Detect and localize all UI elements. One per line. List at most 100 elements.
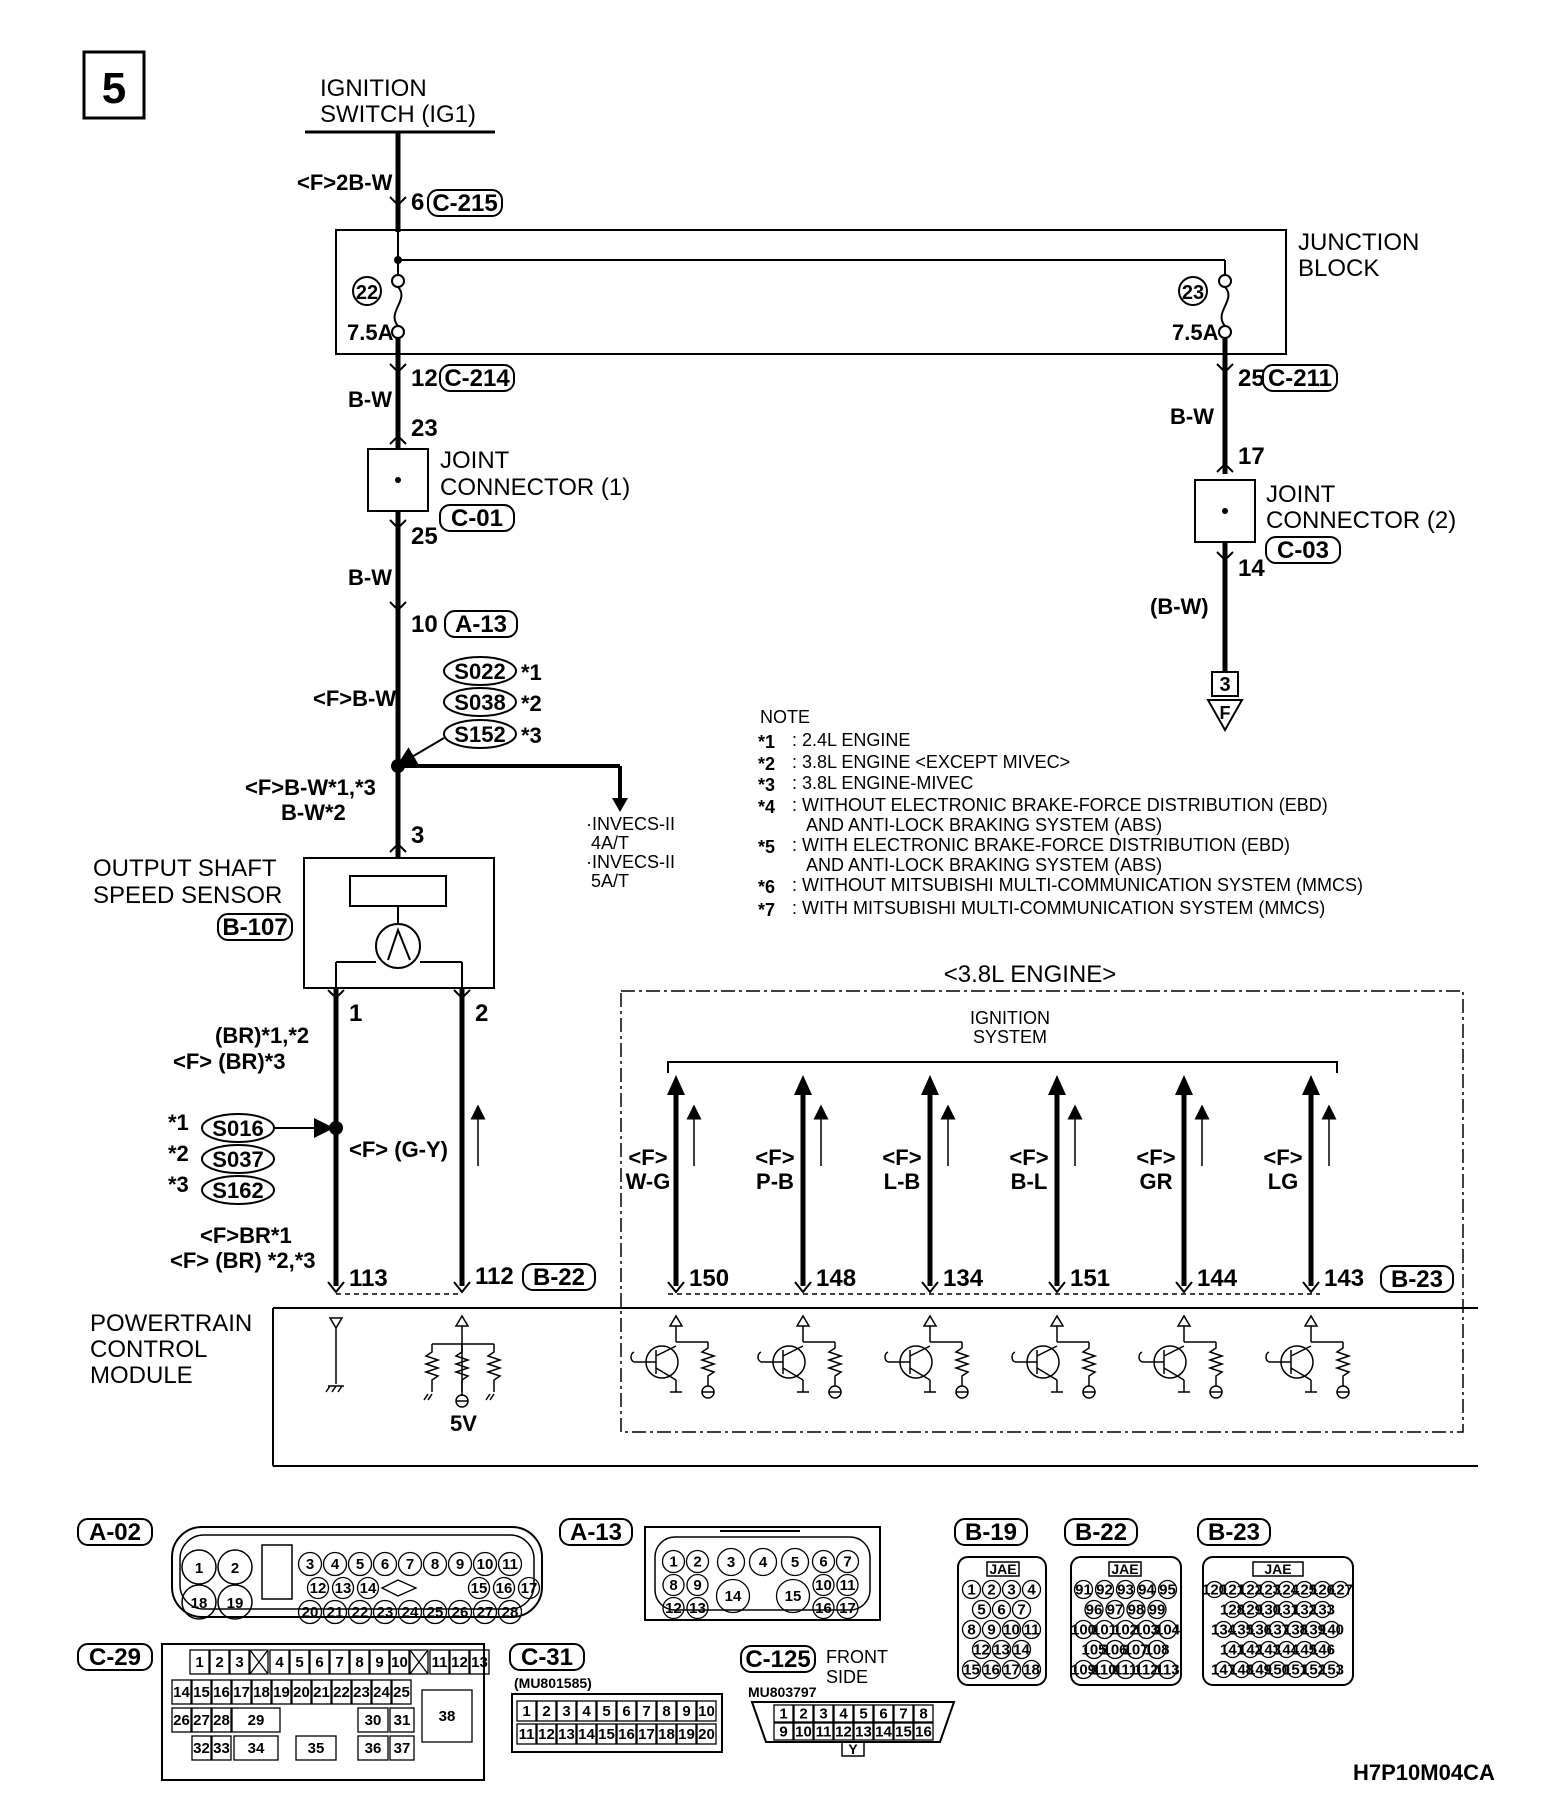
connector-pin: 5 [596, 1700, 617, 1722]
svg-text:141: 141 [1220, 1642, 1245, 1659]
svg-text:15: 15 [471, 1580, 488, 1597]
svg-text:3: 3 [1219, 674, 1230, 696]
connector-pin: 2 [217, 1549, 253, 1585]
connector-pin: 9 [686, 1573, 709, 1597]
connector-pin: 103 [1134, 1619, 1159, 1640]
splice-s022: S022 *1 [443, 656, 542, 686]
svg-text:15: 15 [785, 1588, 802, 1605]
joint-connector-1-label-2: CONNECTOR (1) [440, 474, 630, 501]
connector-pin: 14 [356, 1576, 380, 1600]
wire-b-w-1: B-W [348, 387, 392, 412]
svg-text:17: 17 [233, 1684, 250, 1701]
connector-pin: 15 [596, 1723, 617, 1745]
svg-text:A-13: A-13 [570, 1519, 622, 1546]
svg-text:2: 2 [231, 1560, 239, 1577]
joint-connector-2 [1194, 479, 1256, 543]
pcm-5v-label: 5V [450, 1411, 477, 1436]
svg-text:14: 14 [725, 1588, 742, 1605]
svg-text:15: 15 [193, 1684, 210, 1701]
svg-text:12: 12 [665, 1600, 682, 1617]
svg-text:16: 16 [983, 1662, 1000, 1679]
connector-view-b23: B-23 JAE 1201211221231241251261271281291… [1197, 1518, 1354, 1686]
connector-pin: 11 [1021, 1619, 1042, 1640]
ignition-wire-pin: 151 [1070, 1265, 1110, 1292]
svg-text:109: 109 [1071, 1662, 1096, 1679]
svg-text:16: 16 [915, 1724, 932, 1741]
svg-text:8: 8 [669, 1577, 677, 1594]
svg-text:3: 3 [235, 1654, 243, 1671]
wire-f-br-star3: <F> (BR)*3 [173, 1049, 285, 1074]
connector-pin: 138 [1283, 1620, 1308, 1639]
svg-text:35: 35 [308, 1740, 325, 1757]
svg-text:14: 14 [360, 1580, 377, 1597]
connector-pin: 131 [1274, 1600, 1299, 1619]
ignition-wires: <F>W-G150<F>P-B148<F>L-B134<F>B-L151<F>G… [626, 1075, 1364, 1399]
connector-b107: B-107 [217, 913, 293, 941]
connector-pin: 23 [351, 1679, 372, 1705]
connector-pin: 120 [1202, 1580, 1227, 1599]
connector-pin: 12 [971, 1639, 992, 1660]
svg-text:*4: *4 [758, 797, 775, 817]
connector-pin: 26 [447, 1599, 473, 1625]
svg-text:C-214: C-214 [444, 365, 510, 392]
connector-pin: 3 [813, 1704, 834, 1723]
splice-s016: S016 *1 [168, 1110, 275, 1143]
svg-text:28: 28 [502, 1604, 519, 1621]
connector-pin: 24 [371, 1679, 392, 1705]
connector-pin: 16 [492, 1576, 516, 1600]
svg-text:112: 112 [1134, 1662, 1158, 1679]
connector-pin: 16 [913, 1722, 934, 1741]
connector-pin: 121 [1220, 1580, 1245, 1599]
joint-connector-2-label-1: JOINT [1266, 481, 1336, 508]
svg-text:12: 12 [310, 1580, 327, 1597]
connector-pin: 9 [447, 1551, 473, 1577]
pcm-label-2: CONTROL [90, 1336, 207, 1363]
svg-text:2: 2 [693, 1554, 701, 1571]
pin-12: 12 [411, 365, 438, 392]
svg-text:110: 110 [1092, 1662, 1116, 1679]
splice-s152-note: *3 [521, 723, 542, 748]
invecs-label-1: ·INVECS-II [586, 814, 675, 834]
svg-text:*2: *2 [758, 754, 775, 774]
svg-text:*5: *5 [758, 837, 775, 857]
svg-text:26: 26 [173, 1712, 190, 1729]
connector-pin: 140 [1319, 1620, 1344, 1639]
junction-block: 22 7.5A 23 7.5A [335, 229, 1287, 355]
connector-pin: 6 [811, 1549, 836, 1574]
svg-text:2: 2 [799, 1706, 807, 1723]
connector-pin: 8 [913, 1704, 934, 1723]
svg-text:3: 3 [1007, 1582, 1015, 1599]
splice-s038-note: *2 [521, 691, 542, 716]
connector-pin: 14 [873, 1722, 894, 1741]
svg-text:4: 4 [759, 1554, 768, 1571]
connector-pin: 128 [1220, 1600, 1245, 1619]
svg-text:A-13: A-13 [455, 611, 507, 638]
svg-text:16: 16 [213, 1684, 230, 1701]
connector-pin: 10 [793, 1722, 814, 1741]
svg-text:99: 99 [1149, 1602, 1166, 1619]
ignition-switch-label-1: IGNITION [320, 75, 427, 102]
reference-box-3f: 3 F [1206, 671, 1244, 733]
connector-pin: 8 [349, 1649, 370, 1675]
connector-pin: 6 [991, 1599, 1012, 1620]
svg-text:C-29: C-29 [89, 1644, 141, 1671]
wire-f-b-w: <F>B-W [313, 686, 396, 711]
svg-text:: WITHOUT ELECTRONIC BRAKE-FOR: : WITHOUT ELECTRONIC BRAKE-FORCE DISTRIB… [792, 795, 1328, 815]
connector-c211: C-211 [1262, 364, 1338, 392]
connector-pin: 12 [833, 1722, 854, 1741]
connector-pin: 6 [372, 1551, 398, 1577]
connector-pin: 109 [1071, 1659, 1096, 1680]
connector-pin: 11 [429, 1649, 450, 1675]
connector-pin: 124 [1274, 1580, 1300, 1599]
wire-br-star12: (BR)*1,*2 [215, 1023, 309, 1048]
svg-text:2: 2 [215, 1654, 223, 1671]
connector-pin: 26 [171, 1707, 192, 1733]
splice-s016-note: *1 [168, 1110, 189, 1135]
connector-pin: 104 [1155, 1619, 1181, 1640]
svg-text:C-211: C-211 [1268, 365, 1332, 392]
